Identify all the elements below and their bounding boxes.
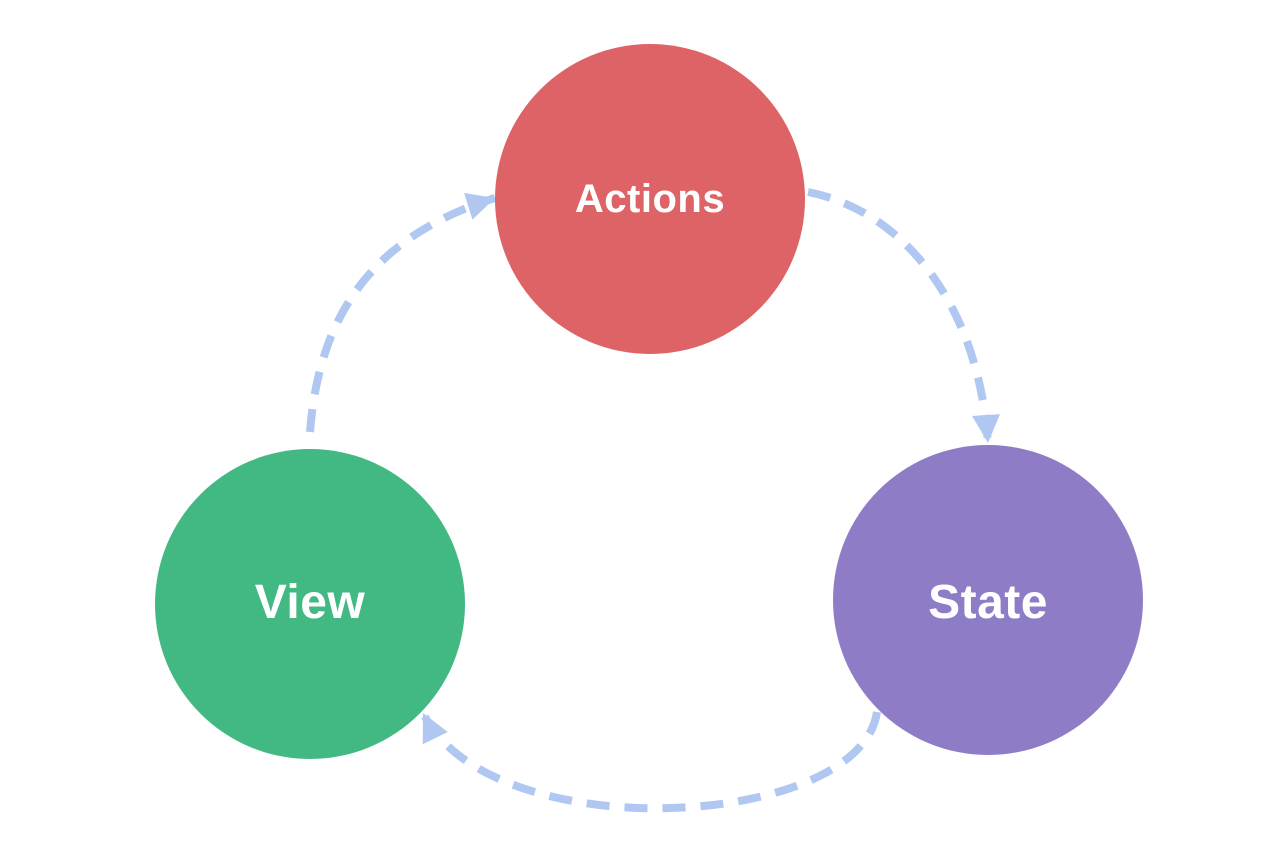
edge-actions-to-state — [807, 188, 1000, 444]
node-view: View — [155, 449, 465, 759]
edge-view-to-actions — [306, 192, 497, 433]
node-state-label: State — [928, 576, 1048, 629]
node-actions: Actions — [495, 44, 805, 354]
node-view-label: View — [255, 576, 366, 629]
node-state-circle — [833, 445, 1143, 755]
node-actions-circle — [495, 44, 805, 354]
edge-state-to-view — [419, 711, 881, 813]
node-state: State — [833, 445, 1143, 755]
node-actions-label: Actions — [575, 177, 725, 221]
node-view-circle — [155, 449, 465, 759]
